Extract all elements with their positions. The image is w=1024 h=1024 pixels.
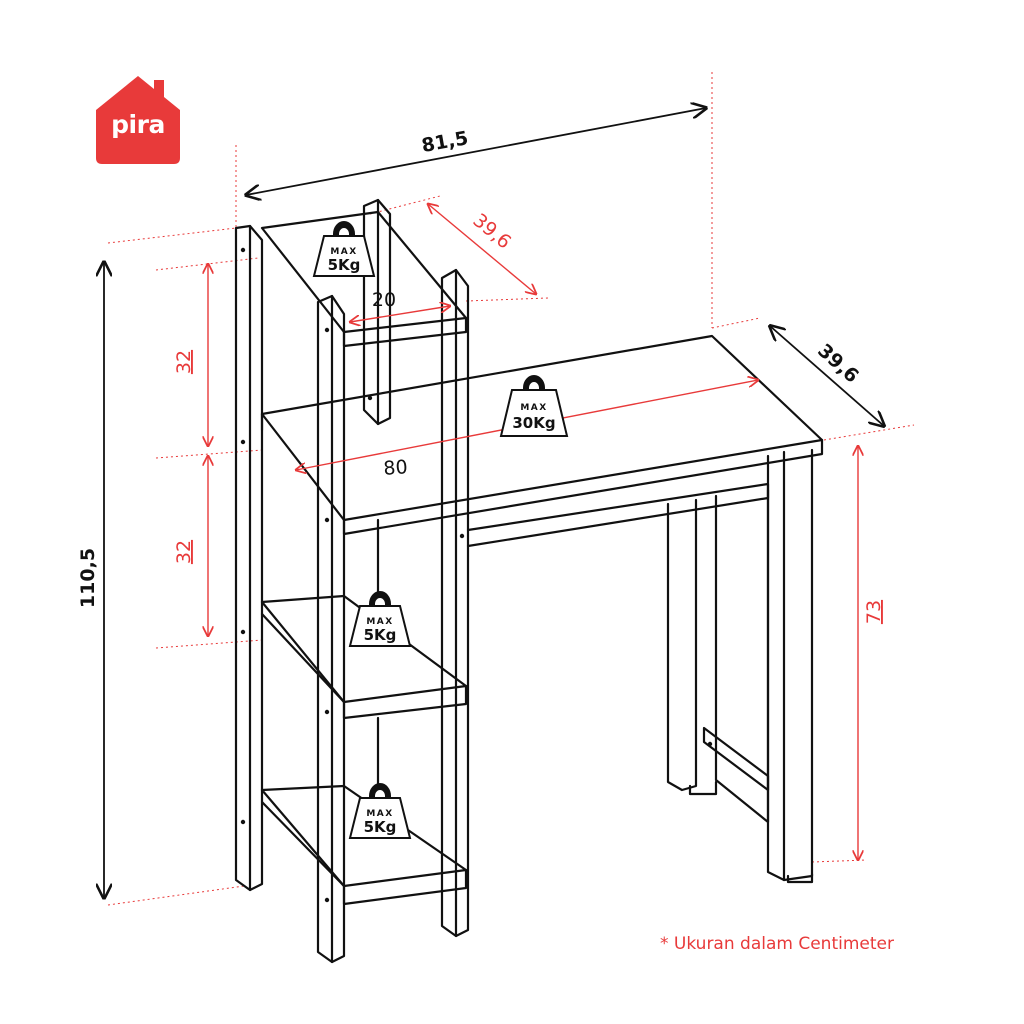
weight-max-label: MAX xyxy=(366,809,393,819)
shelf-width-arrow xyxy=(350,306,450,322)
red-dimension-lines xyxy=(208,204,858,860)
desk-depth-label: 39,6 xyxy=(813,340,863,388)
screw-dots xyxy=(240,247,713,903)
logo-text: pira xyxy=(111,110,165,139)
shelf-depth-arrow xyxy=(428,204,536,294)
weight-icon xyxy=(312,221,376,277)
weight-max-label: MAX xyxy=(330,247,357,257)
weight-load-label: 5Kg xyxy=(328,256,361,274)
shelf-width-label: 20 xyxy=(372,289,396,311)
weight-max-label: MAX xyxy=(366,617,393,627)
desk-depth-arrow xyxy=(770,326,884,426)
house-logo-icon xyxy=(96,76,180,164)
desk-height-label: 73 xyxy=(863,600,885,624)
units-footnote: * Ukuran dalam Centimeter xyxy=(660,934,894,954)
weight-max-label: MAX xyxy=(520,403,547,413)
desk-width-label: 80 xyxy=(383,456,409,480)
overall-height-label: 110,5 xyxy=(77,548,99,608)
weight-load-label: 5Kg xyxy=(364,626,397,644)
upper-spacing-label: 32 xyxy=(173,350,195,374)
weight-icon xyxy=(348,783,412,839)
pira-logo: pira xyxy=(92,72,184,166)
shelf-depth-label: 39,6 xyxy=(469,209,516,253)
extension-lines xyxy=(107,72,915,906)
weight-load-label: 30Kg xyxy=(512,414,555,432)
weight-icon xyxy=(348,591,412,647)
weight-load-label: 5Kg xyxy=(364,818,397,836)
weight-badge-middle-shelf: MAX 5Kg xyxy=(348,591,412,647)
weight-badge-top-shelf: MAX 5Kg xyxy=(312,221,376,277)
weight-icon xyxy=(499,375,569,437)
overall-width-label: 81,5 xyxy=(420,127,470,157)
weight-badge-desk: MAX 30Kg xyxy=(499,375,569,437)
weight-badge-bottom-shelf: MAX 5Kg xyxy=(348,783,412,839)
overall-width-arrow xyxy=(246,108,706,195)
desk-outline xyxy=(234,198,824,964)
lower-spacing-label: 32 xyxy=(173,540,195,564)
black-dimension-lines xyxy=(104,108,884,898)
